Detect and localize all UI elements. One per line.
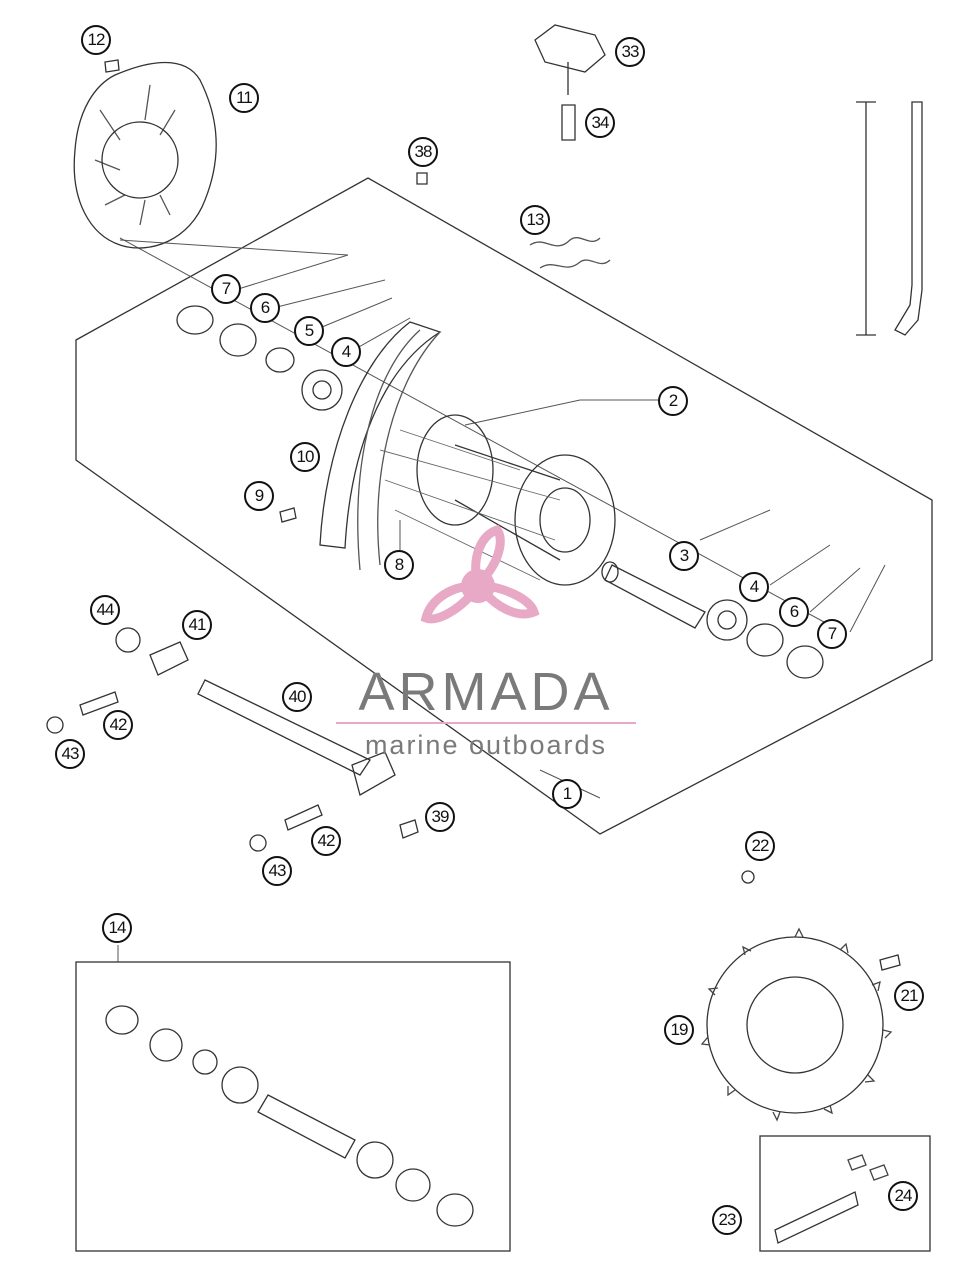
callout-6: 6 bbox=[250, 293, 280, 323]
nut-22 bbox=[741, 870, 755, 884]
watermark-divider bbox=[336, 722, 636, 724]
nut-44 bbox=[115, 627, 141, 653]
watermark-brand: ARMADA bbox=[358, 662, 614, 722]
callout-7: 7 bbox=[817, 619, 847, 649]
callout-42: 42 bbox=[311, 826, 341, 856]
adjust-bolt-lower bbox=[284, 804, 323, 831]
adjust-bolt-upper bbox=[79, 691, 119, 716]
callout-40: 40 bbox=[282, 682, 312, 712]
callout-3: 3 bbox=[669, 541, 699, 571]
axle-adjuster-left bbox=[149, 641, 189, 676]
callout-1: 1 bbox=[552, 779, 582, 809]
seal-6-left bbox=[219, 323, 257, 357]
tire-valve-cap bbox=[534, 24, 606, 73]
seal-6-right bbox=[746, 623, 784, 657]
callout-41: 41 bbox=[182, 610, 212, 640]
bearing-kit-box bbox=[75, 961, 511, 1252]
hub-flange-right bbox=[514, 454, 616, 586]
spacer-sleeve bbox=[604, 564, 706, 629]
circlip-5 bbox=[265, 347, 295, 373]
callout-43: 43 bbox=[262, 856, 292, 886]
bolt-39 bbox=[399, 819, 419, 839]
axle-adjuster-right bbox=[351, 751, 396, 796]
callout-6: 6 bbox=[779, 597, 809, 627]
callout-9: 9 bbox=[244, 481, 274, 511]
valve-nut bbox=[561, 104, 576, 141]
bolt-21 bbox=[879, 954, 901, 971]
callout-33: 33 bbox=[615, 37, 645, 67]
leader-lines bbox=[119, 237, 836, 629]
callout-42: 42 bbox=[103, 710, 133, 740]
nipple-9 bbox=[279, 507, 297, 523]
bearing-4-right bbox=[706, 599, 748, 641]
armada-logo bbox=[420, 524, 540, 624]
nut-43-lower bbox=[249, 834, 267, 852]
bearing-4-left bbox=[301, 369, 343, 411]
callout-43: 43 bbox=[55, 739, 85, 769]
plug-38 bbox=[416, 172, 428, 185]
spoke bbox=[894, 101, 923, 336]
chain bbox=[774, 1191, 859, 1244]
callout-13: 13 bbox=[520, 205, 550, 235]
callout-11: 11 bbox=[229, 83, 259, 113]
callout-39: 39 bbox=[425, 802, 455, 832]
callout-44: 44 bbox=[90, 595, 120, 625]
callout-21: 21 bbox=[894, 981, 924, 1011]
rim-tape bbox=[529, 237, 611, 269]
callout-7: 7 bbox=[211, 274, 241, 304]
callout-2: 2 bbox=[658, 386, 688, 416]
callout-5: 5 bbox=[294, 316, 324, 346]
callout-8: 8 bbox=[384, 550, 414, 580]
axle bbox=[197, 679, 371, 776]
bolt-12 bbox=[104, 59, 120, 73]
callout-14: 14 bbox=[102, 913, 132, 943]
callout-12: 12 bbox=[81, 25, 111, 55]
callout-38: 38 bbox=[408, 137, 438, 167]
callout-34: 34 bbox=[585, 108, 615, 138]
watermark-tagline: marine outboards bbox=[364, 730, 608, 760]
hub-flange-left bbox=[416, 414, 494, 526]
callout-4: 4 bbox=[331, 337, 361, 367]
callout-22: 22 bbox=[745, 831, 775, 861]
rear-sprocket bbox=[706, 936, 884, 1114]
callout-4: 4 bbox=[739, 572, 769, 602]
callout-24: 24 bbox=[888, 1181, 918, 1211]
callout-19: 19 bbox=[664, 1015, 694, 1045]
chain-box bbox=[759, 1135, 931, 1252]
spacer-7-left bbox=[176, 305, 214, 335]
wheel-assembly-outline bbox=[75, 177, 933, 835]
spacer-7-right bbox=[786, 645, 824, 679]
nut-43-upper bbox=[46, 716, 64, 734]
rim bbox=[319, 321, 442, 549]
callout-10: 10 bbox=[290, 442, 320, 472]
callout-23: 23 bbox=[712, 1205, 742, 1235]
brake-disc bbox=[73, 61, 217, 249]
